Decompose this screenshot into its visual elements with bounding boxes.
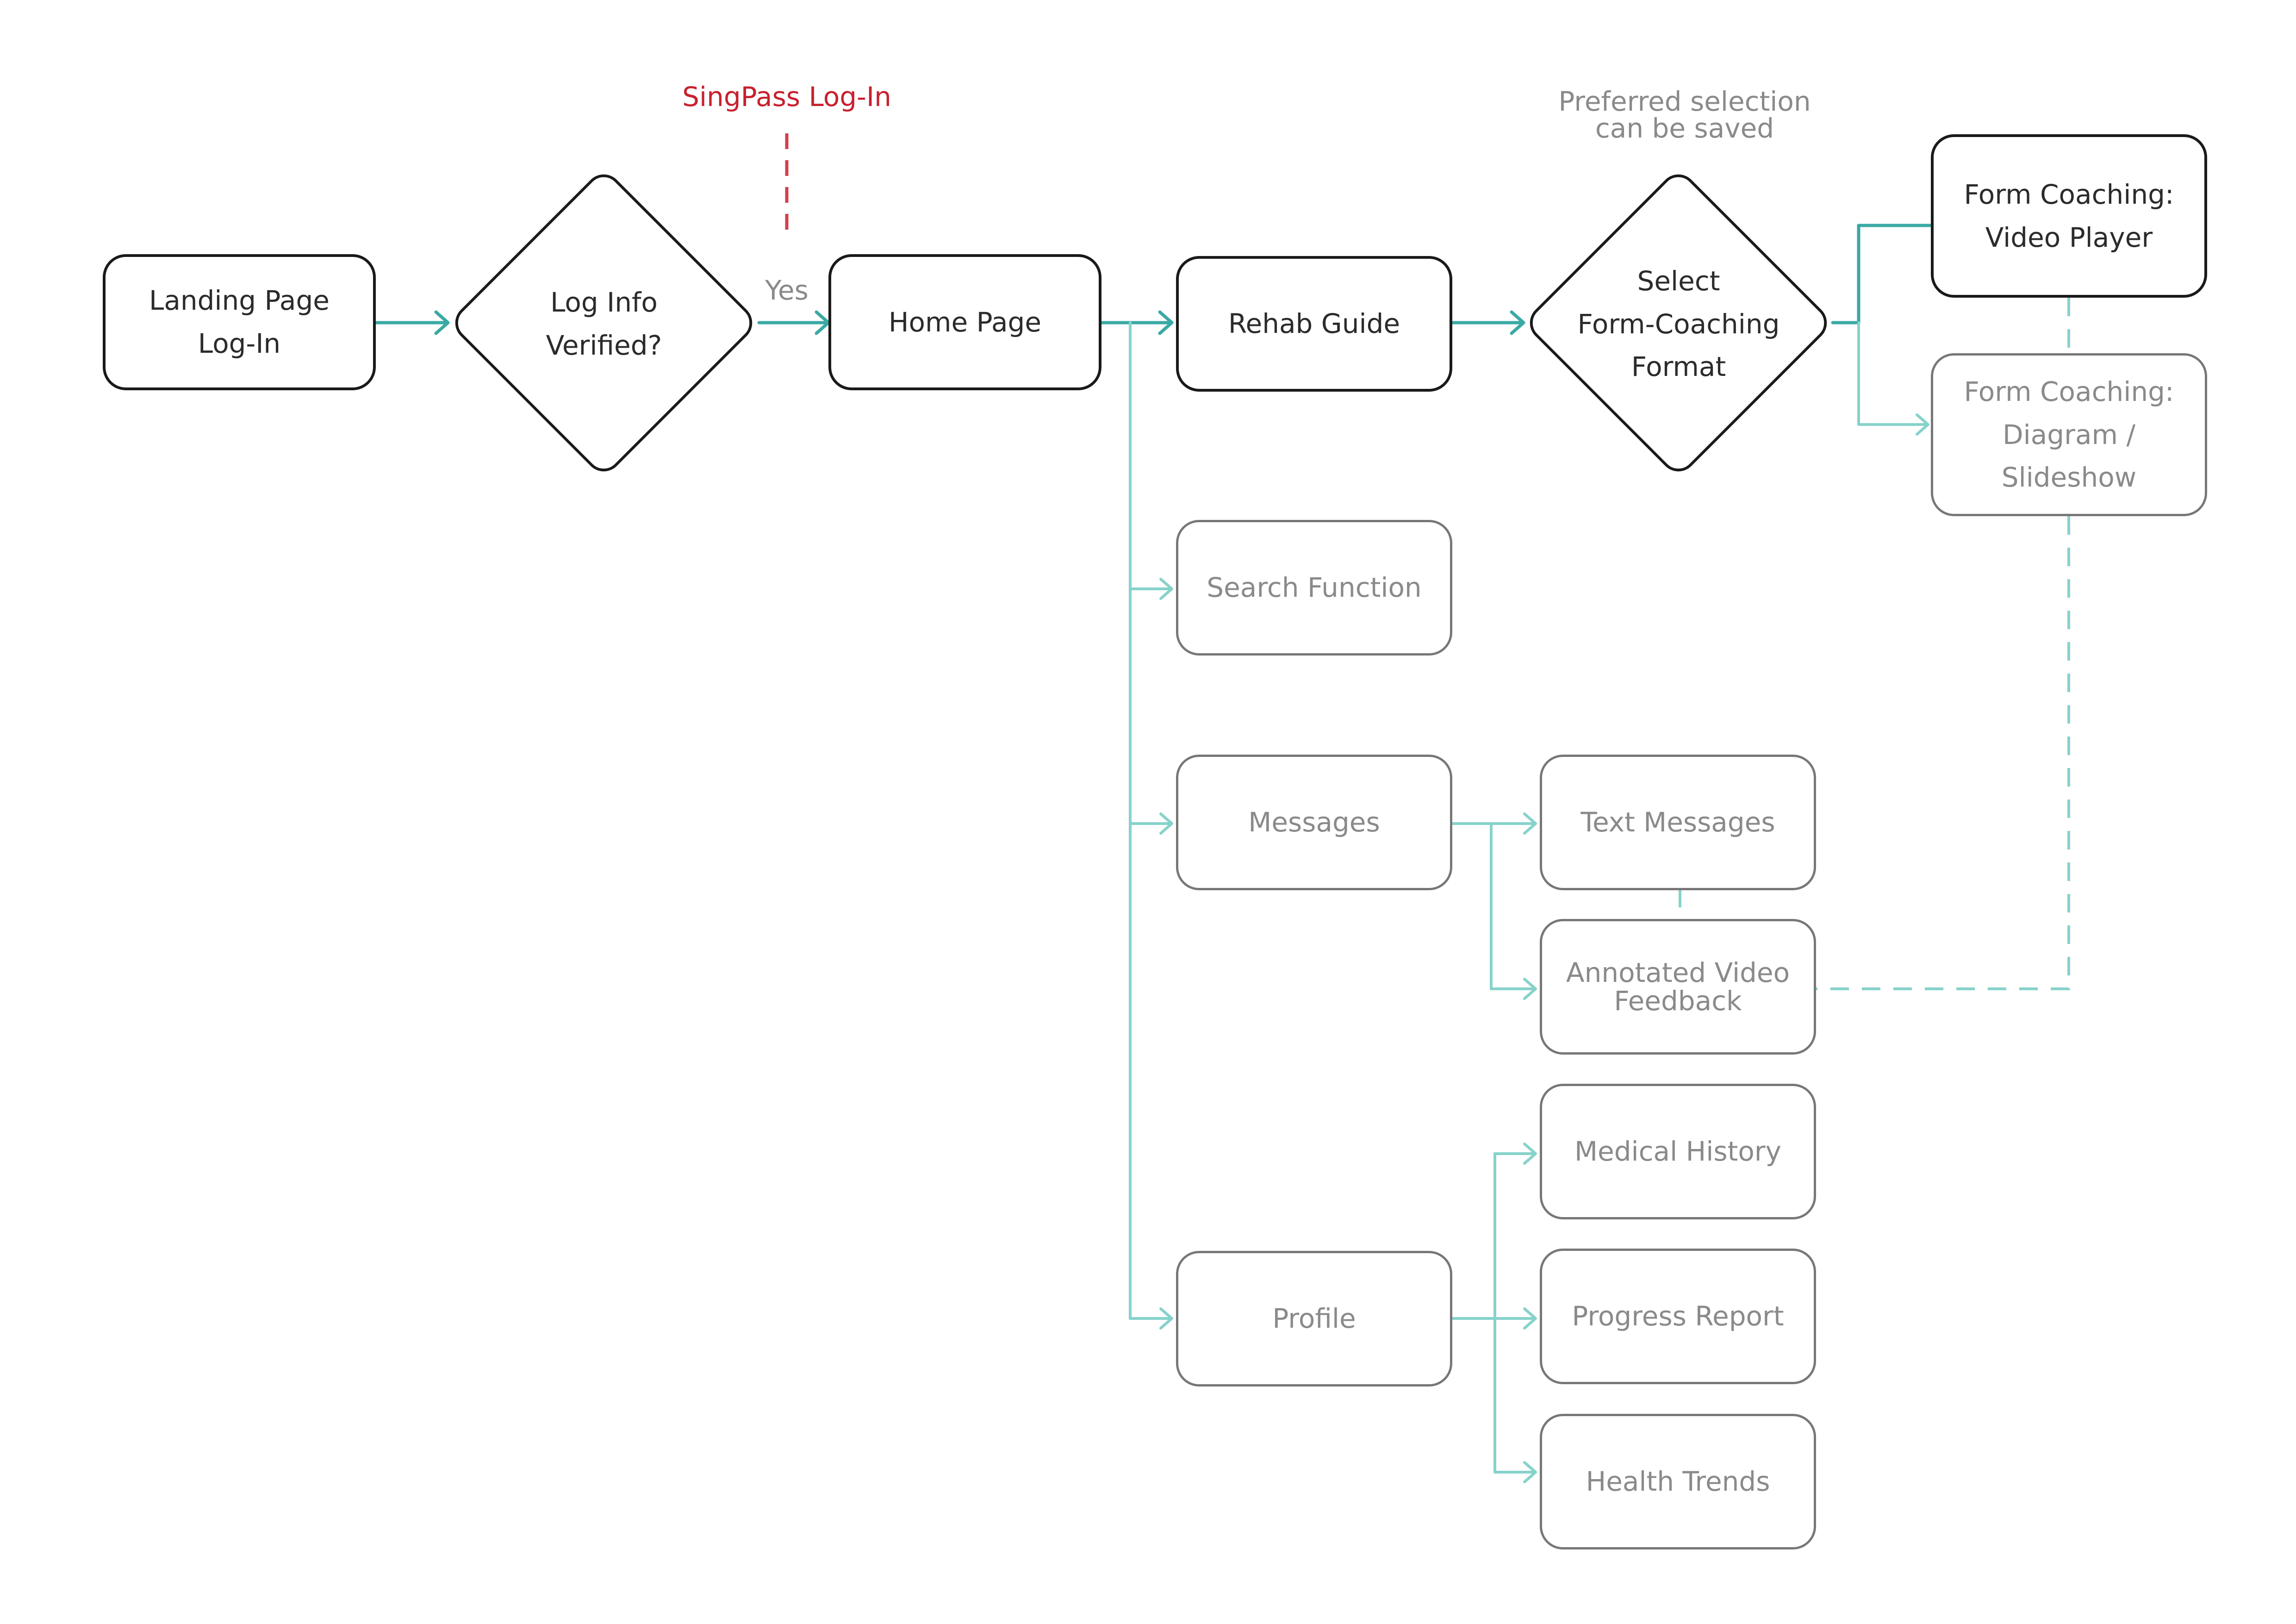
rehab-guide-node: Rehab Guide	[1176, 256, 1452, 392]
arrow-rehab-to-select	[1450, 310, 1525, 335]
rehab-guide-label: Rehab Guide	[1228, 308, 1400, 340]
progress-report-label: Progress Report	[1572, 1300, 1784, 1332]
diagram-line-2: Diagram /	[2002, 418, 2135, 450]
progress-report-node: Progress Report	[1540, 1249, 1816, 1384]
select-text: Select	[1637, 265, 1720, 297]
medical-history-node: Medical History	[1540, 1084, 1816, 1219]
diagram-slideshow-node: Form Coaching: Diagram / Slideshow	[1931, 353, 2207, 516]
messages-node: Messages	[1176, 755, 1452, 890]
preferred-line-2: can be saved	[1595, 112, 1774, 144]
connector-messages-branch	[1451, 822, 1493, 990]
yes-label: Yes	[765, 275, 809, 306]
arrow-to-text-messages	[1490, 812, 1537, 835]
arrow-to-annotated	[1490, 978, 1537, 1000]
secondary-connectors	[1129, 321, 1929, 1483]
video-player-node: Form Coaching: Video Player	[1931, 134, 2207, 298]
medical-history-label: Medical History	[1574, 1136, 1781, 1168]
profile-node: Profile	[1176, 1251, 1452, 1387]
log-info-text: Log Info	[550, 287, 658, 319]
video-player-line-2: Video Player	[1985, 221, 2153, 253]
messages-label: Messages	[1248, 806, 1380, 838]
arrow-landing-to-verify	[374, 310, 450, 335]
home-page-label: Home Page	[888, 306, 1042, 338]
diagram-line-1: Form Coaching:	[1964, 375, 2174, 407]
arrow-to-messages	[1129, 812, 1173, 835]
text-messages-node: Text Messages	[1540, 755, 1816, 890]
arrow-to-search	[1129, 578, 1173, 600]
video-player-line-1: Form Coaching:	[1964, 178, 2174, 210]
connector-select-to-video-player	[1831, 224, 1933, 325]
dashed-connectors	[1679, 298, 2070, 990]
health-trends-node: Health Trends	[1540, 1414, 1816, 1549]
primary-connectors	[374, 224, 1933, 335]
dashed-diagram-to-annotated	[1816, 516, 2070, 990]
annotated-line-2: Feedback	[1614, 985, 1742, 1017]
verified-text: Verified?	[546, 330, 662, 361]
profile-label: Profile	[1272, 1303, 1356, 1335]
connector-profile-branch	[1451, 1152, 1496, 1474]
arrow-verify-to-home	[757, 310, 830, 335]
diagram-line-3: Slideshow	[2001, 462, 2137, 493]
text-messages-label: Text Messages	[1580, 806, 1775, 838]
arrow-to-health	[1493, 1461, 1537, 1483]
arrow-to-progress	[1493, 1307, 1537, 1330]
arrow-to-profile	[1129, 1307, 1173, 1330]
preferred-line-1: Preferred selection	[1558, 86, 1811, 117]
home-page-node: Home Page	[828, 254, 1101, 390]
arrow-home-to-rehab	[1100, 310, 1174, 335]
log-in-label: Log-In	[198, 328, 281, 359]
format-text: Format	[1631, 351, 1726, 383]
form-coaching-text: Form-Coaching	[1577, 308, 1780, 340]
landing-page-label: Landing Page	[149, 285, 330, 317]
singpass-label: SingPass Log-In	[682, 81, 891, 112]
annotated-line-1: Annotated Video	[1566, 956, 1790, 988]
health-trends-label: Health Trends	[1586, 1466, 1770, 1498]
arrow-select-to-diagram	[1857, 321, 1929, 436]
arrow-to-medical	[1493, 1143, 1537, 1165]
search-function-node: Search Function	[1176, 520, 1452, 656]
search-function-label: Search Function	[1207, 572, 1422, 604]
